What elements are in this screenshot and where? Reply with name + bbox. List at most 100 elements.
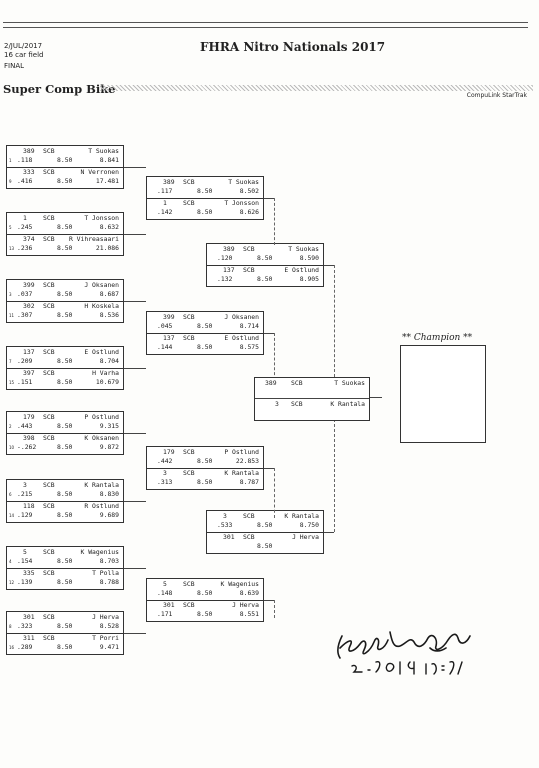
seed-number: 6 [9, 492, 12, 497]
class-code: SCB [183, 334, 195, 342]
elapsed-time: 8.905 [299, 275, 319, 283]
reaction-time: .313 [157, 478, 173, 486]
car-number: 301 [223, 533, 235, 541]
racer-name: N Verronen [80, 168, 119, 176]
elapsed-time: 17.481 [95, 177, 119, 185]
field-size: 16 car field [4, 51, 44, 59]
seed-number: 11 [9, 313, 15, 318]
elapsed-time: 8.590 [299, 254, 319, 262]
car-number: 301 [23, 613, 35, 621]
elapsed-time: 8.841 [99, 156, 119, 164]
dial-in: 8.50 [257, 542, 273, 550]
seed-number: 16 [9, 645, 15, 650]
car-number: 311 [23, 634, 35, 642]
seed-number: 2 [9, 424, 12, 429]
class-code: SCB [243, 266, 255, 274]
car-number: 389 [163, 178, 175, 186]
dial-in: 8.50 [197, 187, 213, 195]
reaction-time: .148 [157, 589, 173, 597]
reaction-time: .139 [17, 578, 33, 586]
racer-name: P Ostlund [84, 413, 119, 421]
dial-in: 8.50 [197, 208, 213, 216]
car-number: 399 [23, 281, 35, 289]
class-code: SCB [43, 235, 55, 243]
seed-number: 7 [9, 359, 12, 364]
class-code: SCB [183, 580, 195, 588]
elapsed-time: 8.551 [239, 610, 259, 618]
reaction-time: .118 [17, 156, 33, 164]
car-number: 389 [23, 147, 35, 155]
car-number: 301 [163, 601, 175, 609]
racer-name: J Herva [292, 533, 319, 541]
bracket-connector [368, 397, 382, 398]
bracket-connector [124, 568, 146, 569]
class-code: SCB [183, 178, 195, 186]
elapsed-time: 8.703 [99, 557, 119, 565]
elapsed-time: 8.750 [299, 521, 319, 529]
class-code: SCB [183, 448, 195, 456]
car-number: 1 [23, 214, 27, 222]
dial-in: 8.50 [197, 589, 213, 597]
car-number: 398 [23, 434, 35, 442]
bracket-connector [124, 167, 146, 168]
elapsed-time: 9.872 [99, 443, 119, 451]
bracket-connector [264, 600, 274, 601]
car-number: 179 [23, 413, 35, 421]
car-number: 179 [163, 448, 175, 456]
racer-name: J Oksanen [224, 313, 259, 321]
dial-in: 8.50 [57, 443, 73, 451]
seed-number: 5 [9, 225, 12, 230]
champion-label: ** Champion ** [402, 333, 473, 343]
bracket-connector [124, 433, 146, 434]
racer-name: E Ostlund [284, 266, 319, 274]
dial-in: 8.50 [57, 578, 73, 586]
reaction-time: .307 [17, 311, 33, 319]
bracket-connector [324, 532, 334, 533]
reaction-time: .443 [17, 422, 33, 430]
event-title: FHRA Nitro Nationals 2017 [200, 40, 386, 54]
elapsed-time: 8.714 [239, 322, 259, 330]
seed-number: 13 [9, 246, 15, 251]
class-code: SCB [43, 613, 55, 621]
car-number: 3 [223, 512, 227, 520]
racer-name: K Wagenius [80, 548, 119, 556]
elapsed-time: 8.639 [239, 589, 259, 597]
seed-number: 1 [9, 158, 12, 163]
seed-number: 8 [9, 624, 12, 629]
elapsed-time: 10.679 [95, 378, 119, 386]
bracket-connector-dashed [334, 419, 335, 532]
bracket-connector [124, 234, 146, 235]
racer-name: K Rantala [330, 400, 365, 408]
dial-in: 8.50 [57, 223, 73, 231]
bracket-connector [264, 198, 274, 199]
car-number: 333 [23, 168, 35, 176]
reaction-time: .323 [17, 622, 33, 630]
dial-in: 8.50 [57, 557, 73, 565]
class-code: SCB [43, 168, 55, 176]
class-code: SCB [243, 512, 255, 520]
signature-image [337, 631, 471, 675]
dial-in: 8.50 [57, 378, 73, 386]
elapsed-time: 9.689 [99, 511, 119, 519]
car-number: 399 [163, 313, 175, 321]
dial-in: 8.50 [57, 643, 73, 651]
racer-name: H Koskela [84, 302, 119, 310]
event-date: 2/JUL/2017 [4, 42, 43, 50]
bracket-connector [124, 501, 146, 502]
dial-in: 8.50 [57, 177, 73, 185]
dial-in: 8.50 [197, 610, 213, 618]
